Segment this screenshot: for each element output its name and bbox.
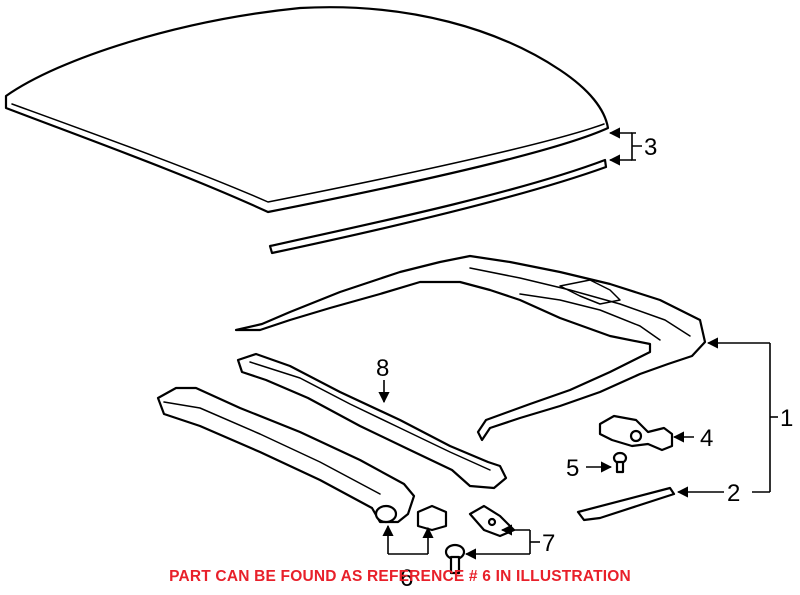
mounting-screw	[444, 543, 466, 575]
sunshade-panel	[156, 386, 416, 524]
callout-2: 2	[727, 480, 740, 507]
callout-8: 8	[376, 355, 389, 382]
callout-1: 1	[780, 405, 793, 432]
sunroof-frame	[234, 254, 707, 442]
sunroof-motor	[598, 414, 674, 452]
motor-screw	[612, 451, 628, 474]
reference-notice: PART CAN BE FOUND AS REFERENCE # 6 IN IL…	[169, 568, 631, 585]
drain-hose	[576, 486, 676, 522]
callout-5: 5	[566, 455, 579, 482]
roof-panel	[4, 6, 610, 214]
guide-bracket	[468, 504, 516, 538]
callout-4: 4	[700, 425, 713, 452]
leader-lines	[378, 127, 778, 560]
callout-3: 3	[644, 134, 657, 161]
roof-weatherstrip	[268, 158, 608, 255]
sunshade-clip	[416, 504, 448, 532]
callout-6: 6	[400, 565, 413, 592]
glass-guide-rail	[236, 352, 508, 490]
callout-7: 7	[542, 530, 555, 557]
